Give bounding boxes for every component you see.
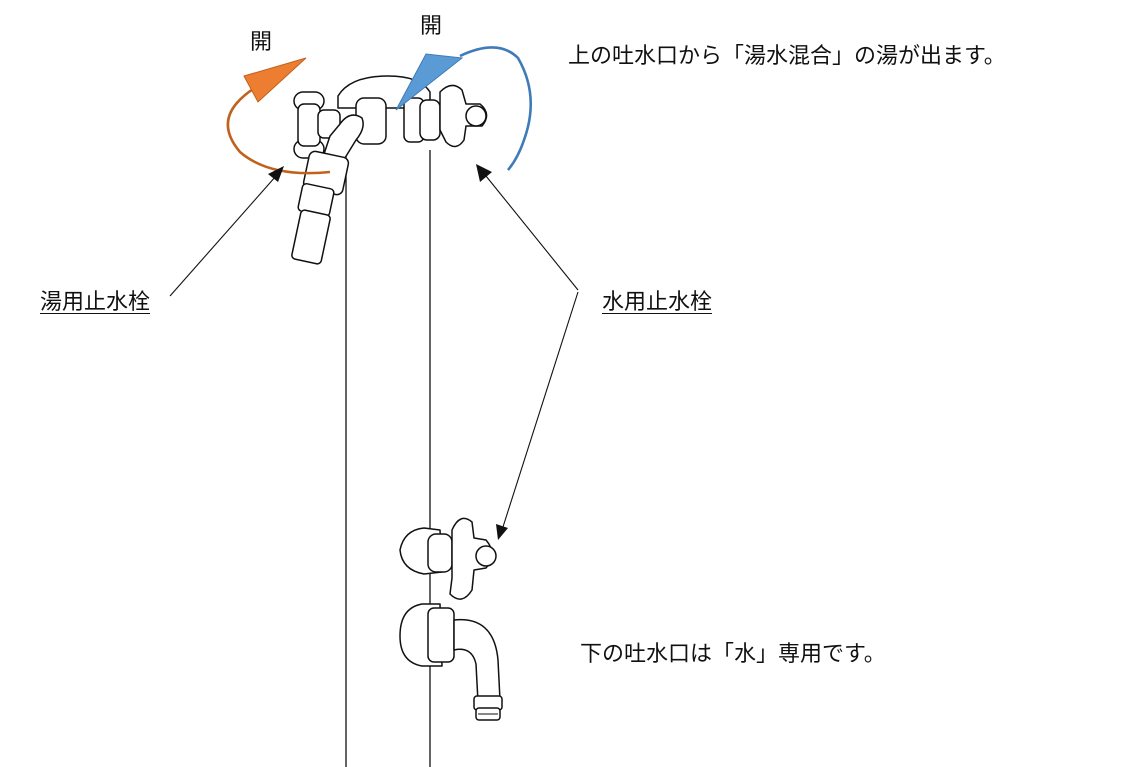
hot-arrowhead [243, 57, 307, 103]
lower-spout-note: 下の吐水口は「水」専用です。 [580, 642, 886, 667]
upper-spout-note: 上の吐水口から「湯水混合」の湯が出ます。 [568, 44, 1006, 69]
cold-arrowhead [395, 53, 464, 111]
lower-cold-valve [399, 517, 497, 600]
faucet-post [345, 140, 431, 767]
leader-lines [169, 164, 579, 540]
lower-spout [399, 603, 503, 721]
hot-water-stop-valve-label: 湯用止水栓 [40, 290, 151, 315]
open-label-hot: 開 [250, 30, 273, 55]
cold-valve-handle-top [419, 84, 488, 148]
cold-water-stop-valve-label: 水用止水栓 [602, 290, 713, 315]
hot-rotation-arc [226, 82, 331, 175]
cold-open-rotation-arrow [395, 46, 533, 171]
cold-rotation-arc [459, 46, 533, 171]
open-label-cold: 開 [420, 14, 443, 39]
hot-open-rotation-arrow [226, 57, 331, 175]
